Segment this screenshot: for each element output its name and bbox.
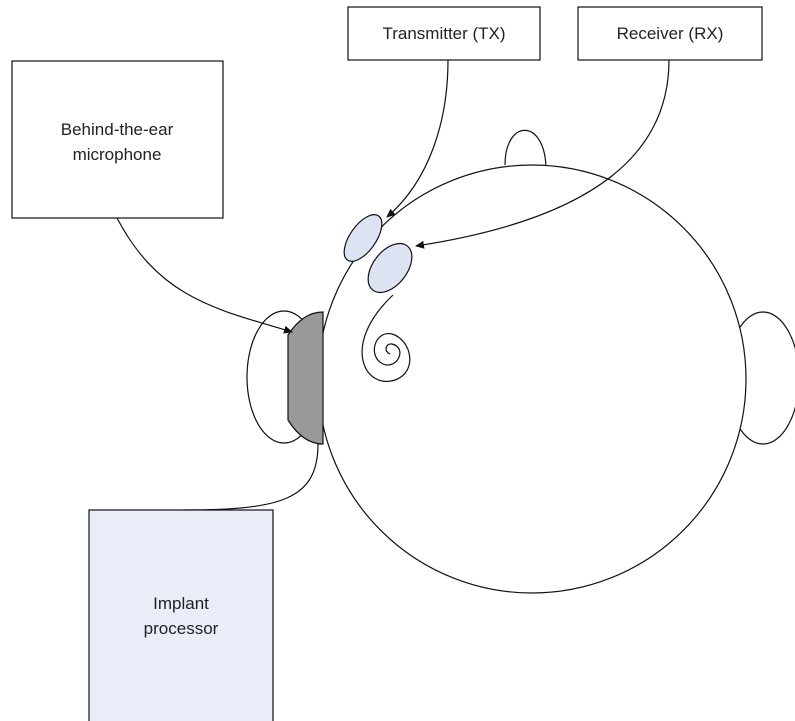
transmitter-label: Transmitter (TX): [382, 24, 505, 43]
head-circle: [317, 164, 747, 594]
processor-label-line2: processor: [144, 619, 219, 638]
transmitter-connector: [386, 59, 449, 218]
receiver-connector: [415, 59, 670, 249]
microphone-device: [287, 311, 324, 445]
processor-cable: [182, 443, 319, 511]
receiver-coil: [367, 242, 413, 294]
microphone-label-line2: microphone: [73, 145, 162, 164]
cochlea-spiral: [361, 294, 411, 382]
microphone-label-line1: Behind-the-ear: [61, 120, 174, 139]
transmitter-box: Transmitter (TX): [347, 6, 541, 61]
microphone-box: Behind-the-ear microphone: [11, 60, 224, 219]
transmitter-coil: [343, 214, 383, 262]
microphone-connector: [116, 217, 293, 334]
receiver-box: Receiver (RX): [577, 6, 763, 61]
top-ear: [504, 129, 547, 171]
processor-box: Implant processor: [88, 509, 274, 721]
processor-label-line1: Implant: [153, 594, 209, 613]
receiver-label: Receiver (RX): [617, 24, 724, 43]
